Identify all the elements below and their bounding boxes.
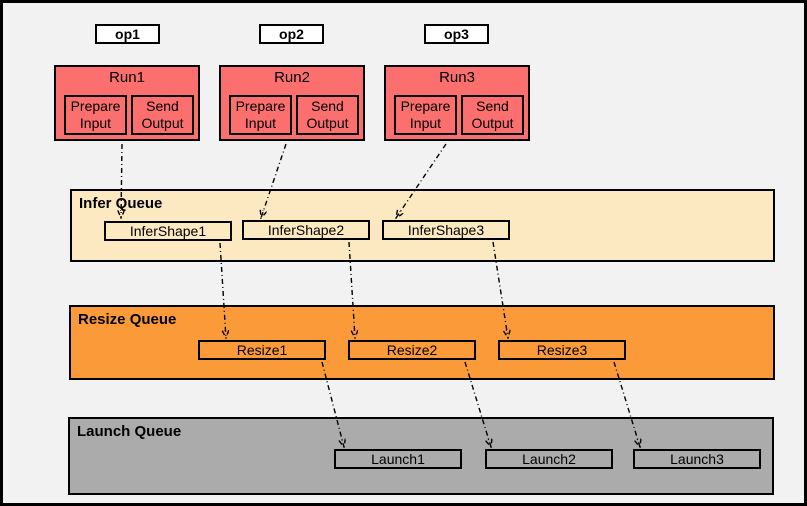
launch-queue-title: Launch Queue <box>77 423 182 440</box>
run2-prepare-input-box: Prepare Input <box>229 95 292 135</box>
op2-box: op2 <box>259 24 324 44</box>
resize1-box: Resize1 <box>198 340 326 360</box>
run3-send-output-box: Send Output <box>461 95 524 135</box>
infershape1-box: InferShape1 <box>104 221 232 241</box>
run1-prepare-input-box: Prepare Input <box>64 95 127 135</box>
run3-prepare-input-box: Prepare Input <box>394 95 457 135</box>
launch1-box: Launch1 <box>334 449 462 469</box>
run3-title: Run3 <box>439 69 475 86</box>
run1-box: Run1 Prepare Input Send Output <box>54 65 200 141</box>
run2-send-output-box: Send Output <box>296 95 359 135</box>
infer-queue-title: Infer Queue <box>79 195 163 212</box>
resize-queue-band: Resize Queue <box>69 305 775 380</box>
launch2-box: Launch2 <box>485 449 613 469</box>
resize3-box: Resize3 <box>498 340 626 360</box>
run1-title: Run1 <box>109 69 145 86</box>
run1-send-output-box: Send Output <box>131 95 194 135</box>
op1-box: op1 <box>95 24 160 44</box>
op3-box: op3 <box>424 24 489 44</box>
infershape2-box: InferShape2 <box>242 220 370 240</box>
run3-box: Run3 Prepare Input Send Output <box>384 65 530 141</box>
infershape3-box: InferShape3 <box>382 220 510 240</box>
resize2-box: Resize2 <box>348 340 476 360</box>
run2-title: Run2 <box>274 69 310 86</box>
run2-box: Run2 Prepare Input Send Output <box>219 65 365 141</box>
resize-queue-title: Resize Queue <box>78 311 177 328</box>
launch3-box: Launch3 <box>633 449 761 469</box>
